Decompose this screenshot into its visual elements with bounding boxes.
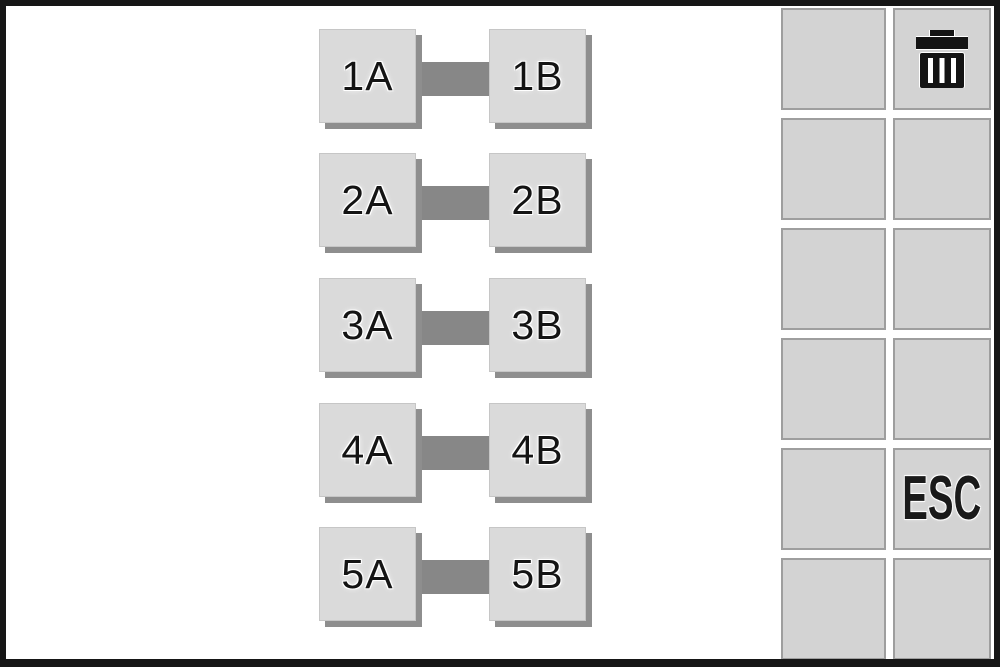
- esc-button-label: ESC: [902, 464, 982, 533]
- key-cell-empty: [893, 338, 991, 440]
- button-1a[interactable]: 1A: [319, 29, 416, 123]
- button-4a[interactable]: 4A: [319, 403, 416, 497]
- key-cell-empty: [781, 228, 886, 330]
- key-cell-empty: [893, 228, 991, 330]
- pair-2-connector: [416, 186, 490, 220]
- button-4a-label: 4A: [341, 426, 394, 473]
- key-grid: ESC: [781, 8, 991, 660]
- trash-button[interactable]: [893, 8, 991, 110]
- button-5a-label: 5A: [341, 550, 394, 597]
- pair-row-1: 1A 1B: [319, 29, 587, 130]
- key-cell-empty: [781, 558, 886, 660]
- key-cell-empty: [781, 8, 886, 110]
- pair-row-3: 3A 3B: [319, 278, 587, 379]
- pair-4-connector: [416, 436, 490, 470]
- button-1a-label: 1A: [341, 52, 394, 99]
- pair-row-4: 4A 4B: [319, 403, 587, 504]
- pair-3-connector: [416, 311, 490, 345]
- key-cell-empty: [893, 558, 991, 660]
- button-5b-label: 5B: [511, 550, 564, 597]
- button-5a[interactable]: 5A: [319, 527, 416, 621]
- key-cell-empty: [781, 448, 886, 550]
- button-5b[interactable]: 5B: [489, 527, 586, 621]
- pair-row-5: 5A 5B: [319, 527, 587, 628]
- button-4b-label: 4B: [511, 426, 564, 473]
- button-2a-label: 2A: [341, 176, 394, 223]
- pair-1-connector: [416, 62, 490, 96]
- button-1b-label: 1B: [511, 52, 564, 99]
- button-2b-label: 2B: [511, 176, 564, 223]
- key-cell-empty: [781, 118, 886, 220]
- esc-button[interactable]: ESC: [893, 448, 991, 550]
- button-2a[interactable]: 2A: [319, 153, 416, 247]
- button-3a[interactable]: 3A: [319, 278, 416, 372]
- button-4b[interactable]: 4B: [489, 403, 586, 497]
- pair-5-connector: [416, 560, 490, 594]
- button-3a-label: 3A: [341, 301, 394, 348]
- button-3b-label: 3B: [511, 301, 564, 348]
- trash-icon: [916, 30, 968, 88]
- button-1b[interactable]: 1B: [489, 29, 586, 123]
- pair-row-2: 2A 2B: [319, 153, 587, 254]
- button-3b[interactable]: 3B: [489, 278, 586, 372]
- key-cell-empty: [781, 338, 886, 440]
- button-2b[interactable]: 2B: [489, 153, 586, 247]
- key-cell-empty: [893, 118, 991, 220]
